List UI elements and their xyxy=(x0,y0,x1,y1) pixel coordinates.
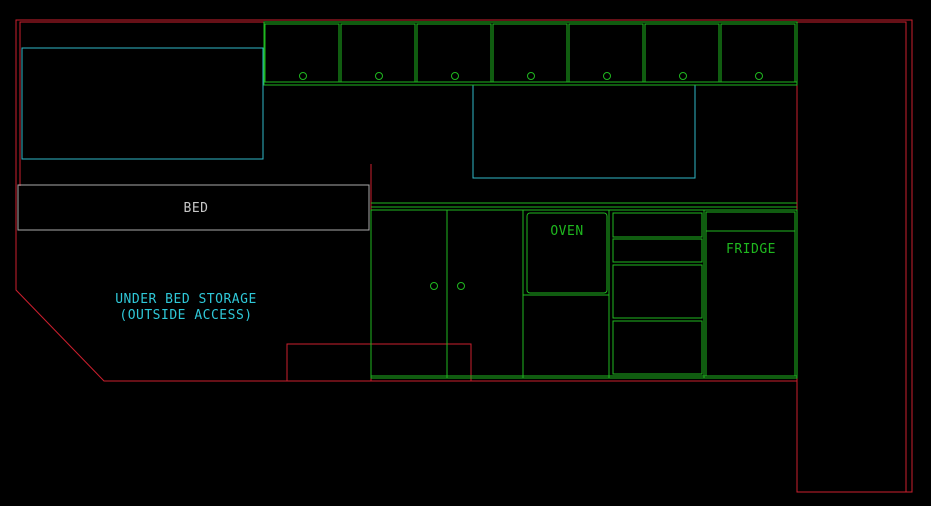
overhead-cabinet-knob-5 xyxy=(603,72,611,80)
overhead-cabinet-knob-4 xyxy=(527,72,535,80)
oven-label: OVEN xyxy=(550,224,583,239)
lower-cabinets xyxy=(370,202,798,379)
overhead-cabinet-door-2 xyxy=(340,23,416,83)
body-inner-edge xyxy=(796,21,907,492)
overhead-cabinet-door-4 xyxy=(492,23,568,83)
oven xyxy=(526,212,608,294)
overhead-cabinet-knob-3 xyxy=(451,72,459,80)
windows xyxy=(21,47,696,179)
side-window xyxy=(472,84,696,179)
overhead-cabinet-knob-7 xyxy=(755,72,763,80)
pantry-right-knob xyxy=(457,282,465,290)
overhead-cabinet-door-5 xyxy=(568,23,644,83)
pantry-left-knob xyxy=(430,282,438,290)
overhead-cabinet-doors xyxy=(264,23,796,83)
body-outer-edge xyxy=(15,19,913,493)
overhead-cabinet-door-1 xyxy=(264,23,340,83)
overhead-cabinets xyxy=(263,21,798,86)
overhead-cabinet-door-7 xyxy=(720,23,796,83)
drawer-4 xyxy=(612,320,703,375)
overhead-cabinet-knob-1 xyxy=(299,72,307,80)
body-outline xyxy=(15,19,913,493)
body-left-inner-edge xyxy=(19,21,264,186)
lower-cabinet-frame xyxy=(370,209,798,379)
fridge-label: FRIDGE xyxy=(726,242,776,257)
bed xyxy=(17,184,370,231)
overhead-cabinet-door-3 xyxy=(416,23,492,83)
overhead-cabinet-door-6 xyxy=(644,23,720,83)
outside-access-label: (OUTSIDE ACCESS) xyxy=(119,308,252,323)
overhead-cabinet-knob-2 xyxy=(375,72,383,80)
fridge xyxy=(705,230,796,377)
fridge-top-panel xyxy=(705,211,796,232)
under-bed-storage-label: UNDER BED STORAGE xyxy=(115,292,257,307)
bed-label: BED xyxy=(184,201,209,216)
rear-window xyxy=(21,47,264,160)
drawer-2 xyxy=(612,238,703,263)
wheel-well xyxy=(286,343,472,382)
overhead-cabinet-frame xyxy=(263,21,798,86)
drawer-1 xyxy=(612,212,703,238)
overhead-cabinet-knob-6 xyxy=(679,72,687,80)
drawer-3 xyxy=(612,264,703,319)
